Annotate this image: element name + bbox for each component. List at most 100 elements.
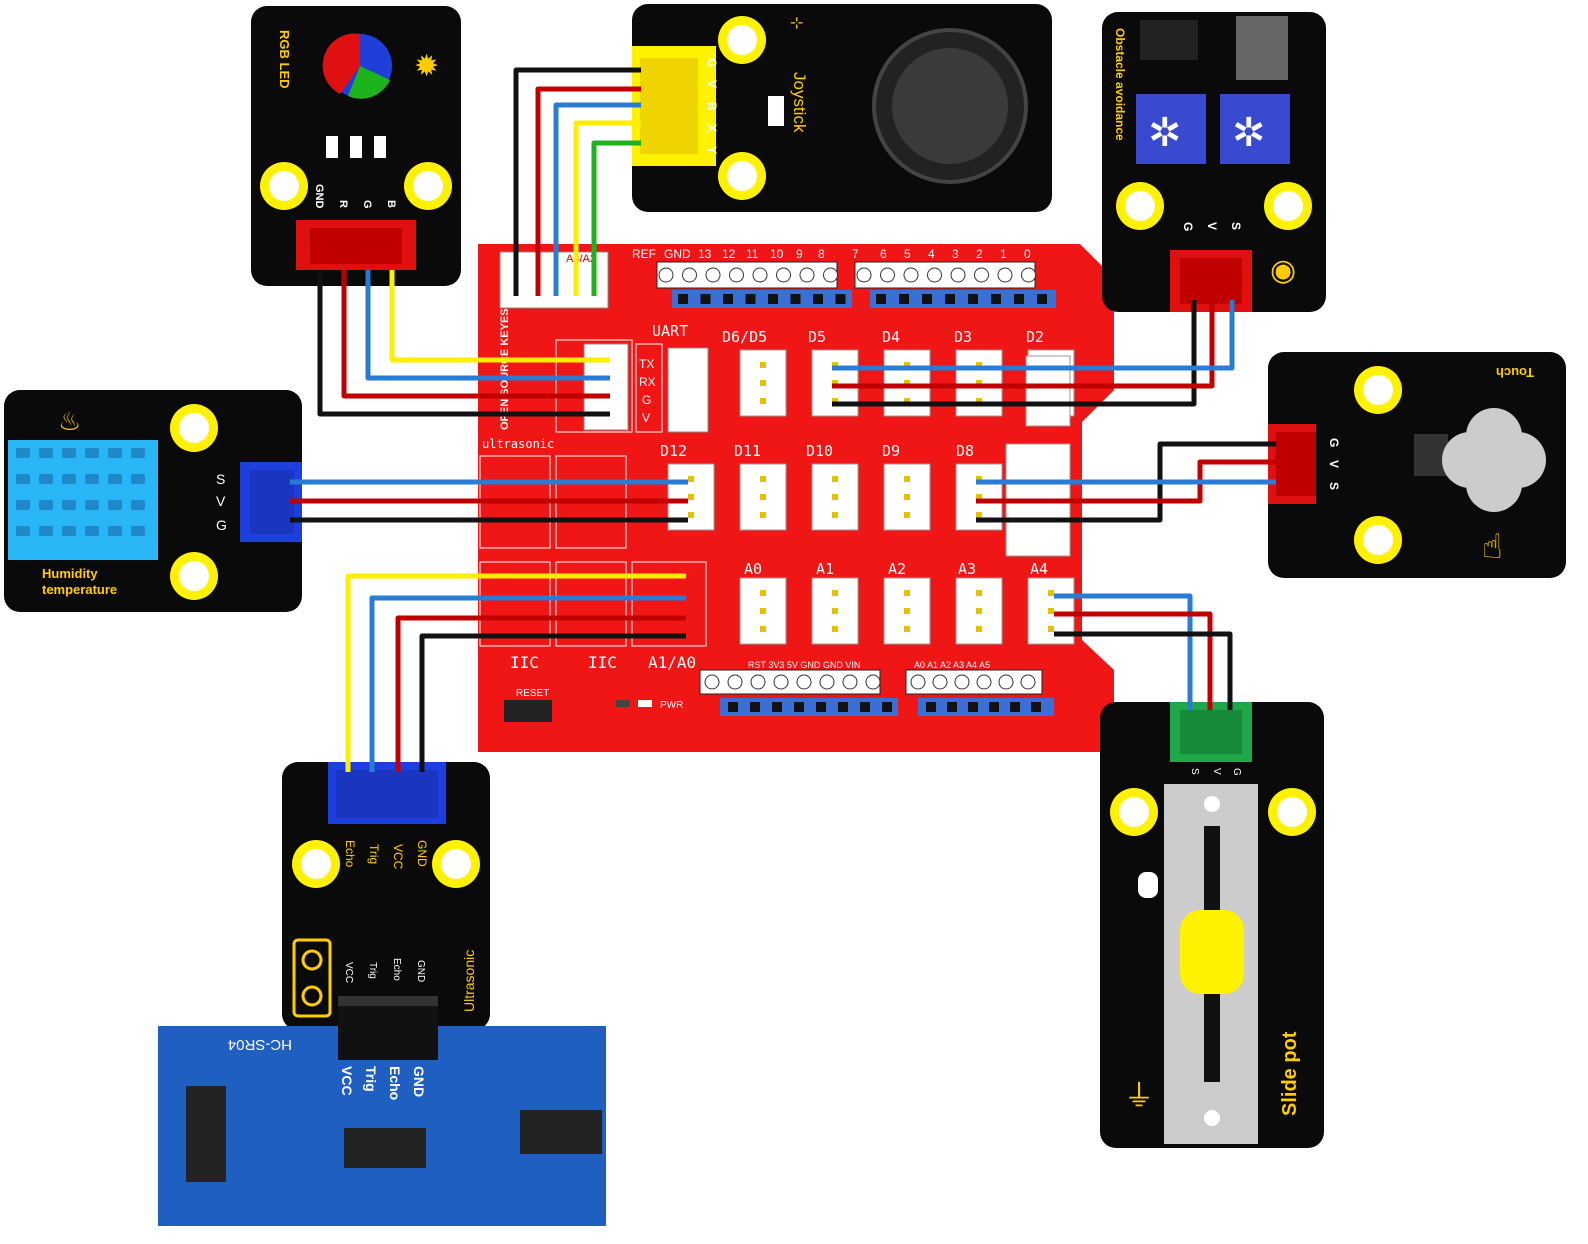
header-hole <box>773 674 789 690</box>
header-hole <box>903 267 919 283</box>
header-pin <box>947 702 957 712</box>
reset-button[interactable] <box>504 700 552 722</box>
port-label-a1a0: A1/A0 <box>648 653 696 672</box>
finger-touch-icon: ☝ <box>1482 528 1503 566</box>
dht-vent <box>85 500 99 510</box>
header-label-ref: REF <box>632 247 656 261</box>
header-pin <box>745 294 756 304</box>
port-pin <box>976 626 982 632</box>
header-hole <box>910 674 926 690</box>
joystick-pin-y: Y <box>705 146 719 154</box>
hcsr04-pin-gnd: GND <box>411 1066 427 1097</box>
header-label-6: 6 <box>880 247 887 261</box>
port-label-ultrasonic: ultrasonic <box>482 437 554 451</box>
dht-vent <box>108 526 122 536</box>
port-label-a0: A0 <box>744 560 762 578</box>
touch-pin-s: S <box>1327 482 1341 490</box>
dht-vent <box>85 474 99 484</box>
header-hole <box>976 674 992 690</box>
port-pin <box>904 590 910 596</box>
header-hole <box>752 267 768 283</box>
power-labels: RST 3V3 5V GND GND VIN <box>748 660 860 670</box>
port-pin <box>832 398 838 404</box>
header-hole <box>823 267 838 283</box>
header-label-8: 8 <box>818 247 825 261</box>
header-pin <box>772 702 782 712</box>
humidity-module: ♨ Humidity temperature S V G <box>4 390 302 612</box>
header-hole <box>776 267 791 283</box>
slide-pot-knob[interactable] <box>1180 910 1244 994</box>
port-pin <box>904 398 910 404</box>
header-pin <box>926 702 936 712</box>
hcsr04-pin-echo: Echo <box>387 1066 403 1100</box>
port-connector <box>811 577 859 645</box>
header-pin <box>876 294 886 304</box>
ultra-sub-echo: Echo <box>391 958 402 981</box>
header-hole <box>682 267 697 283</box>
header-label-12: 12 <box>722 247 736 261</box>
header-pin <box>1031 702 1041 712</box>
wires <box>290 67 1276 772</box>
header-label-9: 9 <box>796 247 803 261</box>
header-hole <box>856 267 872 283</box>
header-hole <box>865 674 881 690</box>
brick-shield: REF GND 13 12 11 10 9 8 7 6 5 4 3 2 1 0 … <box>478 244 1114 752</box>
header-label-13: 13 <box>698 247 712 261</box>
analog-labels: A0 A1 A2 A3 A4 A5 <box>914 660 990 670</box>
hcsr04-module: HC-SR04 VCC Trig Echo GND <box>158 1006 606 1226</box>
pwr-label: PWR <box>660 700 683 711</box>
slide-pin-s: S <box>1189 768 1200 775</box>
port-pin <box>832 626 838 632</box>
header-pin <box>728 702 738 712</box>
port-pin <box>904 608 910 614</box>
rgb-pin-gnd: GND <box>313 184 325 209</box>
port-pin <box>688 494 694 500</box>
dht-vent <box>62 500 76 510</box>
dht-vent <box>62 448 76 458</box>
ultra-pin-vcc: VCC <box>391 844 405 870</box>
hcsr04-pin-vcc: VCC <box>339 1066 355 1096</box>
header-pin <box>790 294 801 304</box>
port-label-d8: D8 <box>956 442 974 460</box>
dht-vent <box>39 448 53 458</box>
port-pin <box>904 362 910 368</box>
header-pin <box>794 702 804 712</box>
dht-vent <box>108 500 122 510</box>
port-pin <box>760 608 766 614</box>
header-pin <box>750 702 760 712</box>
port-pin <box>760 398 766 404</box>
port-label-d4: D4 <box>882 328 900 346</box>
ultrasonic-title: Ultrasonic <box>461 950 477 1012</box>
dht-vent <box>62 526 76 536</box>
header-label-gnd: GND <box>664 247 691 261</box>
header-pin <box>723 294 733 304</box>
header-label-10: 10 <box>770 247 784 261</box>
header-hole <box>727 674 743 690</box>
bottom-holes <box>704 674 1041 712</box>
obstacle-pin-s: S <box>1229 222 1243 230</box>
port-pin <box>904 626 910 632</box>
port-pin <box>832 512 838 518</box>
header-label-3: 3 <box>952 247 959 261</box>
joystick-pin-g: G <box>705 58 719 67</box>
ultra-pin-trig: Trig <box>367 844 381 864</box>
header-pin <box>1014 294 1024 304</box>
ultra-sub-gnd: GND <box>415 960 426 982</box>
joystick-pin-v: V <box>705 80 719 88</box>
port-pin <box>976 494 982 500</box>
axis-icon: ⊹ <box>790 15 803 32</box>
header-hole <box>932 674 948 690</box>
port-label-d5: D5 <box>808 328 826 346</box>
header-hole <box>799 267 815 283</box>
joystick-pin-b: B <box>705 102 719 111</box>
port-pin <box>832 380 838 386</box>
header-hole <box>705 267 721 283</box>
ultra-pin-gnd: GND <box>415 840 429 867</box>
port-pin <box>1048 626 1054 632</box>
port-pin <box>760 590 766 596</box>
humidity-title-2: temperature <box>42 582 117 597</box>
uart-pin-rx: RX <box>639 375 656 389</box>
dht-vent <box>39 500 53 510</box>
port-pin <box>760 362 766 368</box>
